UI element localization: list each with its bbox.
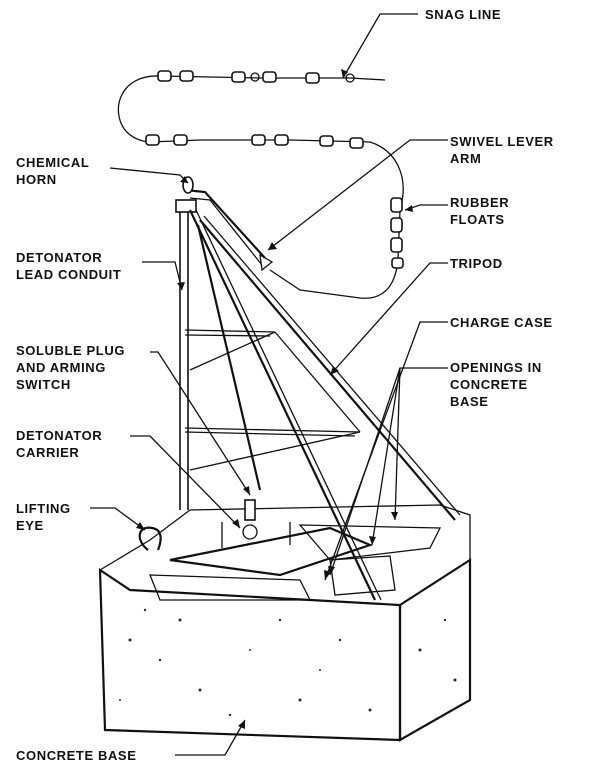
label-openings-3: BASE	[450, 394, 489, 409]
label-snag-line: SNAG LINE	[425, 7, 501, 22]
concrete-base	[98, 499, 472, 742]
label-detonator-carrier-2: CARRIER	[16, 445, 79, 460]
rubber-floats	[145, 70, 404, 269]
label-swivel-lever-2: ARM	[450, 151, 481, 166]
label-openings-1: OPENINGS IN	[450, 360, 542, 375]
label-openings-2: CONCRETE	[450, 377, 528, 392]
labels: SNAG LINE SWIVEL LEVER ARM CHEMICAL HORN…	[16, 7, 554, 763]
label-chemical-horn-2: HORN	[16, 172, 57, 187]
label-detonator-carrier-1: DETONATOR	[16, 428, 102, 443]
label-soluble-plug-1: SOLUBLE PLUG	[16, 343, 125, 358]
label-concrete-base: CONCRETE BASE	[16, 748, 136, 763]
label-charge-case: CHARGE CASE	[450, 315, 553, 330]
label-chemical-horn-1: CHEMICAL	[16, 155, 89, 170]
label-swivel-lever-1: SWIVEL LEVER	[450, 134, 554, 149]
label-detonator-lead-2: LEAD CONDUIT	[16, 267, 121, 282]
tripod	[175, 176, 461, 601]
leader-lines	[90, 13, 448, 756]
label-soluble-plug-2: AND ARMING	[16, 360, 106, 375]
label-rubber-floats-1: RUBBER	[450, 195, 509, 210]
label-soluble-plug-3: SWITCH	[16, 377, 71, 392]
label-lifting-eye-1: LIFTING	[16, 501, 71, 516]
label-rubber-floats-2: FLOATS	[450, 212, 505, 227]
label-detonator-lead-1: DETONATOR	[16, 250, 102, 265]
label-tripod: TRIPOD	[450, 256, 503, 271]
label-lifting-eye-2: EYE	[16, 518, 44, 533]
